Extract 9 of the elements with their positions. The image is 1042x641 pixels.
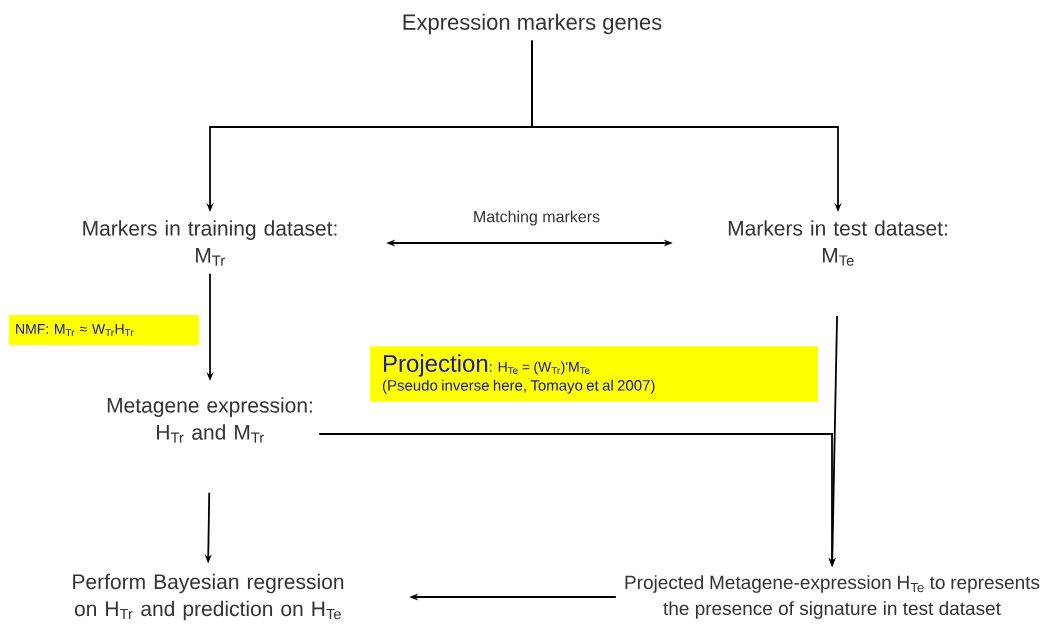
heading-text: Expression markers genes bbox=[403, 13, 662, 35]
step-text: Projected Metagene-expression H$_{Te}$ to represents the presence of signature in test dataset bbox=[625, 575, 1040, 619]
step-text: Perform Bayesian regression on H$_{Tr}$ and prediction on H$_{Te}$ bbox=[73, 573, 344, 621]
note-box: NMF: M$_{Tr}$ ≈ W$_{Tr}$H$_{Tr}$ bbox=[9, 315, 199, 345]
step-text: Metagene expression: H$_{Tr}$ and M$_{Tr}$ bbox=[107, 397, 312, 443]
edge-label: Matching markers bbox=[470, 208, 603, 228]
step-text: Markers in test dataset: M$_{Te}$ bbox=[728, 220, 947, 266]
note-box: Projection: H$_{Te}$ = (W$_{Tr}$)'M$_{Te}$ (Pseudo inverse here, Tomayo et al 2007) bbox=[370, 346, 818, 402]
step-text: Markers in training dataset: M$_{Tr}$ bbox=[83, 220, 337, 266]
